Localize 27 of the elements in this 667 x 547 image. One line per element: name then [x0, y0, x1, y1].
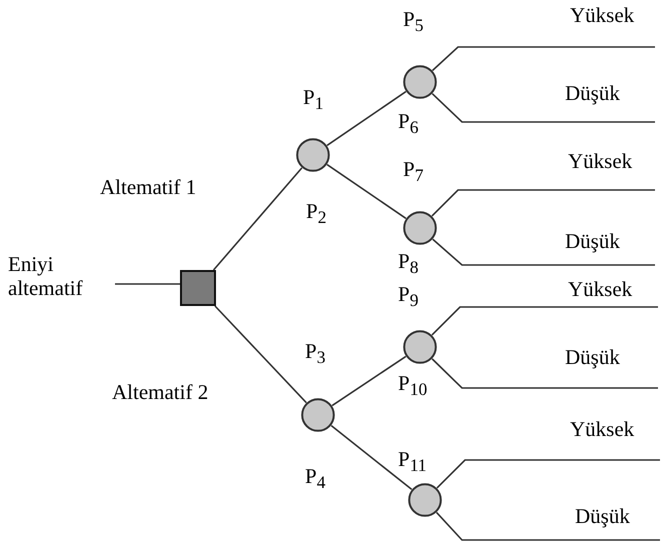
chance-node-circle [408, 483, 442, 517]
branch-line [432, 46, 655, 72]
node-label: Eniyi altematif [8, 252, 113, 312]
branch-line [214, 305, 307, 404]
edge-label: Düşük [565, 82, 620, 106]
chance-node-circle [403, 211, 437, 245]
branch-line [431, 189, 655, 217]
chance-node-circle [403, 330, 437, 364]
chance-node-circle [403, 65, 437, 99]
branch-line [330, 424, 412, 490]
edge-label: Düşük [565, 346, 620, 370]
edge-label: Düşük [565, 230, 620, 254]
branch-line [326, 164, 406, 220]
branch-line [436, 512, 660, 541]
branch-line [431, 306, 658, 336]
branch-line [332, 356, 406, 406]
edge-label: Düşük [575, 505, 630, 528]
branch-line [436, 459, 660, 489]
chance-node-circle [301, 398, 335, 432]
branch-line [115, 283, 180, 285]
branch-line [212, 167, 302, 271]
decision-node-square [180, 270, 216, 306]
chance-node-circle [296, 138, 330, 172]
branch-line [432, 358, 658, 389]
branch-line [432, 93, 655, 123]
branch-line [432, 238, 655, 266]
branch-line [326, 90, 406, 146]
